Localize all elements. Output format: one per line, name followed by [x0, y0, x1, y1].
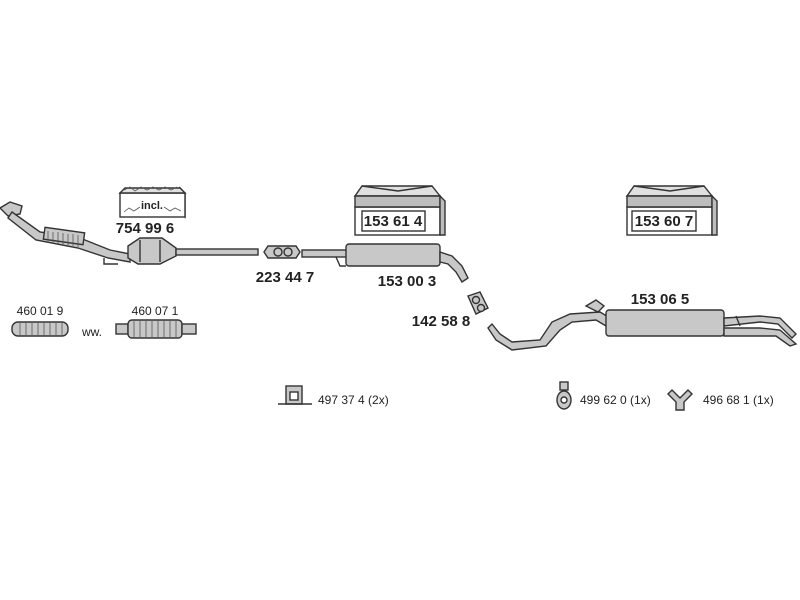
clamp-223447[interactable] — [263, 245, 301, 259]
rubber-hanger-499620[interactable] — [556, 381, 572, 410]
rear-silencer-153065[interactable] — [487, 299, 798, 351]
part-number-142588: 142 58 8 — [412, 313, 470, 330]
part-number-223447: 223 44 7 — [256, 269, 314, 286]
kit-box-153614[interactable]: 153 61 4 — [353, 185, 446, 236]
part-number-497374: 497 37 4 (2x) — [318, 393, 389, 407]
part-number-153003: 153 00 3 — [378, 273, 436, 290]
clamp-142588[interactable] — [467, 291, 489, 315]
kit-box-754996[interactable]: incl. — [118, 186, 187, 219]
part-number-460019: 460 01 9 — [17, 304, 64, 318]
incl-label: incl. — [141, 200, 163, 212]
rubber-mount-496681[interactable] — [667, 389, 693, 411]
kit-box-153607[interactable]: 153 60 7 — [625, 185, 718, 236]
part-number-496681: 496 68 1 (1x) — [703, 393, 774, 407]
part-number-153607: 153 60 7 — [635, 213, 693, 230]
flex-pipe-460019[interactable] — [11, 321, 69, 337]
part-number-499620: 499 62 0 (1x) — [580, 393, 651, 407]
part-number-460071: 460 07 1 — [132, 304, 179, 318]
flex-pipe-460071[interactable] — [115, 319, 197, 339]
middle-silencer-153003[interactable] — [301, 243, 469, 283]
mount-497374[interactable] — [278, 385, 312, 405]
ww-label: ww. — [81, 325, 102, 339]
part-number-153614: 153 61 4 — [364, 213, 423, 230]
front-pipe-catalyst[interactable] — [0, 201, 259, 265]
part-number-754996: 754 99 6 — [116, 220, 174, 237]
part-number-153065: 153 06 5 — [631, 291, 689, 308]
